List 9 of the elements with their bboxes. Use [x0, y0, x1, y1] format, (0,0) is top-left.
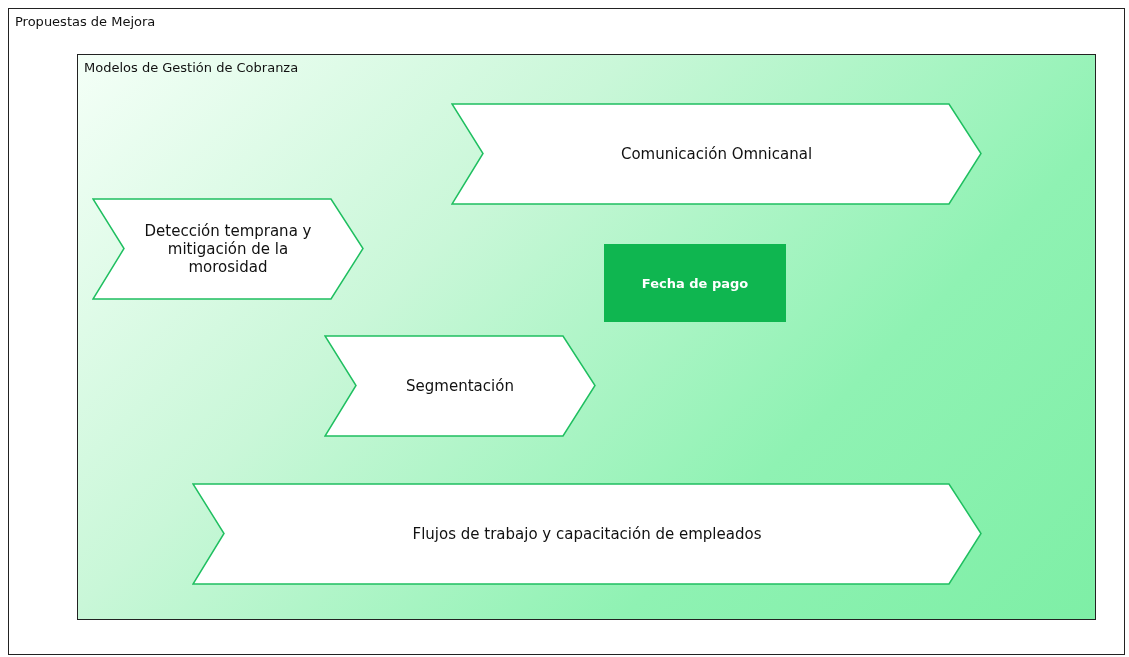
step-label: Detección temprana y mitigación de la morosidad: [143, 222, 313, 276]
outer-panel: [8, 8, 1125, 655]
group-panel: [77, 54, 1096, 620]
step-label: Segmentación: [405, 377, 515, 395]
panel-title: Propuestas de Mejora: [15, 14, 156, 29]
step-label: Comunicación Omnicanal: [619, 145, 814, 163]
step-label: Flujos de trabajo y capacitación de empleados: [411, 525, 763, 543]
highlight-box: Fecha de pago: [604, 244, 786, 322]
panel-title: Modelos de Gestión de Cobranza: [84, 60, 299, 75]
